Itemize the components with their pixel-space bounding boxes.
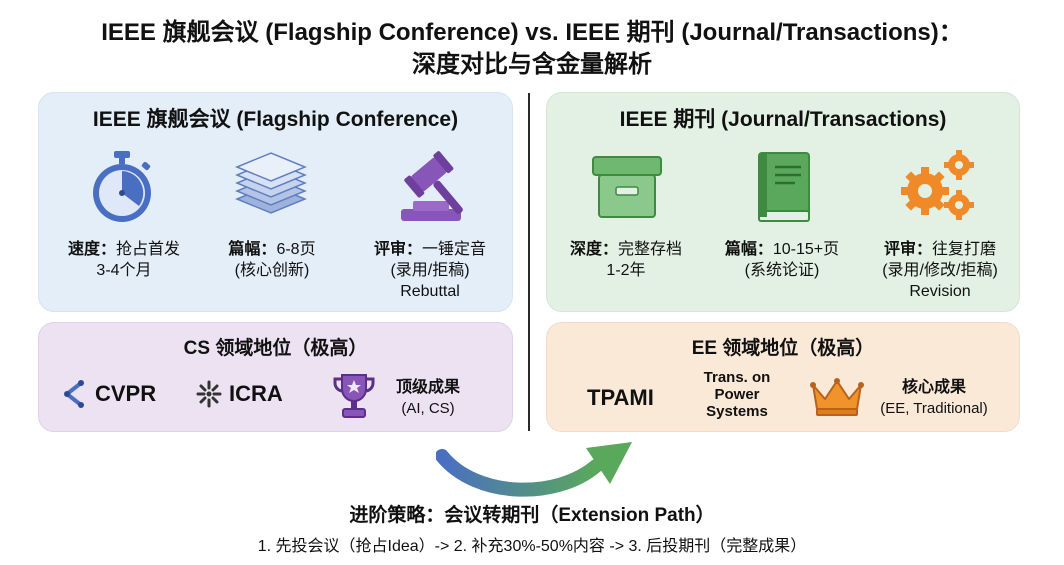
paper-stack-icon xyxy=(235,152,307,214)
journal-length-caption: 篇幅：10-15+页 (系统论证) xyxy=(707,239,857,281)
gears-icon xyxy=(901,150,974,220)
main-title-line1: IEEE 旗舰会议 (Flagship Conference) vs. IEEE… xyxy=(101,19,963,46)
cvpr-text: CVPR xyxy=(95,381,157,406)
stopwatch-icon xyxy=(93,151,151,222)
speed-caption: 速度：抢占首发 3-4个月 xyxy=(51,239,197,281)
conf-length-caption: 篇幅：6-8页 (核心创新) xyxy=(207,239,337,281)
ee-heading: EE 领域地位（极高） xyxy=(691,338,875,359)
gavel-icon xyxy=(401,151,463,221)
journal-review-revision: Revision xyxy=(909,283,971,300)
conference-heading: IEEE 旗舰会议 (Flagship Conference) xyxy=(92,108,459,131)
archive-box-icon xyxy=(592,156,662,218)
strategy-heading: 进阶策略：会议转期刊（Extension Path） xyxy=(349,505,715,526)
depth-label: 深度： xyxy=(569,241,618,258)
speed-label: 速度： xyxy=(67,241,116,258)
center-divider xyxy=(528,93,530,431)
conf-review-rebuttal: Rebuttal xyxy=(400,283,460,300)
conf-length-label: 篇幅： xyxy=(228,241,277,258)
icra-text: ICRA xyxy=(229,381,283,406)
cs-heading: CS 领域地位（极高） xyxy=(183,338,368,359)
speed-duration: 3-4个月 xyxy=(96,262,152,279)
cvpr-mark-icon xyxy=(64,380,84,408)
depth-caption: 深度：完整存档 1-2年 xyxy=(551,239,701,281)
conf-length-value: 6-8页 xyxy=(276,241,316,258)
power-systems-logo: Trans. on Power Systems xyxy=(685,369,789,420)
trophy-icon xyxy=(333,374,375,418)
power-systems-line2: Power xyxy=(714,386,760,403)
conf-review-caption: 评审：一锤定音 (录用/拒稿) Rebuttal xyxy=(357,239,503,302)
strategy-steps: 1. 先投会议（抢占Idea）-> 2. 补充30%-50%内容 -> 3. 后… xyxy=(257,538,807,555)
cs-result-title: 顶级成果 xyxy=(395,379,460,396)
book-icon xyxy=(758,152,810,222)
depth-value: 完整存档 xyxy=(618,241,683,258)
journal-panel: IEEE 期刊 (Journal/Transactions) xyxy=(546,92,1020,312)
cs-result-sub: (AI, CS) xyxy=(401,400,455,417)
conference-panel: IEEE 旗舰会议 (Flagship Conference) 速度：抢占首发 … xyxy=(38,92,513,312)
extension-arrow-icon xyxy=(436,442,632,497)
journal-review-label: 评审： xyxy=(883,241,932,258)
journal-review-caption: 评审：往复打磨 (录用/修改/拒稿) Revision xyxy=(865,239,1015,302)
conf-review-value: 一锤定音 xyxy=(422,241,487,258)
journal-heading: IEEE 期刊 (Journal/Transactions) xyxy=(619,108,947,131)
ee-result-title: 核心成果 xyxy=(901,379,966,396)
depth-duration: 1-2年 xyxy=(606,262,646,279)
tpami-text: TPAMI xyxy=(587,385,654,410)
crown-icon xyxy=(810,378,864,416)
power-systems-line3: Systems xyxy=(706,403,768,420)
power-systems-line1: Trans. on xyxy=(703,369,771,386)
conf-review-label: 评审： xyxy=(373,241,422,258)
journal-length-value: 10-15+页 xyxy=(772,241,840,258)
icra-logo: ICRA xyxy=(195,379,283,409)
ee-result-sub: (EE, Traditional) xyxy=(880,400,988,417)
main-title-line2: 深度对比与含金量解析 xyxy=(412,51,652,78)
speed-value: 抢占首发 xyxy=(116,241,181,258)
ee-status-panel: EE 领域地位（极高） TPAMI Trans. on Power System… xyxy=(546,322,1020,432)
conf-length-note: (核心创新) xyxy=(234,262,310,279)
journal-review-value: 往复打磨 xyxy=(932,241,997,258)
icra-mark-icon xyxy=(196,380,222,408)
journal-review-note: (录用/修改/拒稿) xyxy=(882,262,998,279)
ee-result: 核心成果 (EE, Traditional) xyxy=(859,377,1009,419)
cs-status-panel: CS 领域地位（极高） CVPR ICRA 顶级成果 xyxy=(38,322,513,432)
conf-review-note: (录用/拒稿) xyxy=(390,262,470,279)
journal-length-label: 篇幅： xyxy=(724,241,773,258)
cvpr-logo: CVPR xyxy=(59,379,156,409)
cs-result: 顶级成果 (AI, CS) xyxy=(373,377,483,419)
journal-length-note: (系统论证) xyxy=(744,262,820,279)
